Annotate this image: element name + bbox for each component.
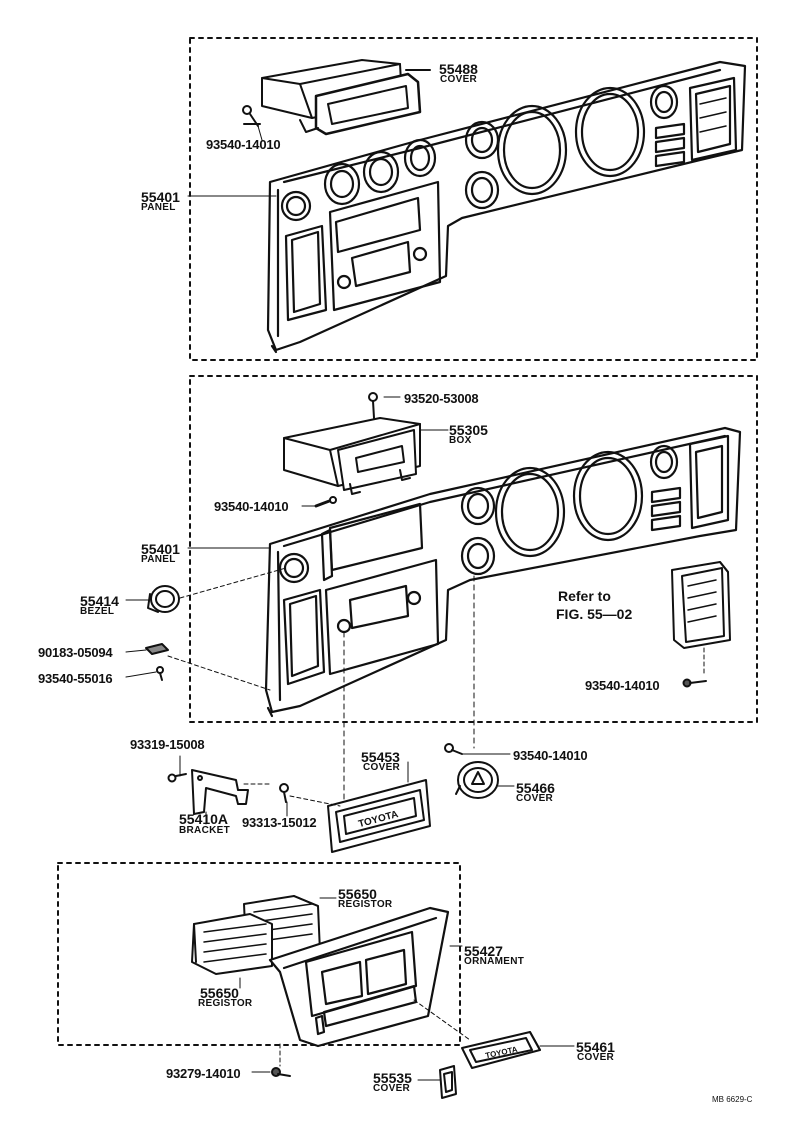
- label-registor-lower-name: REGISTOR: [198, 998, 253, 1009]
- label-55461-num: 55461: [576, 1039, 615, 1055]
- bolt-mid-part: [314, 496, 337, 508]
- label-55488-name: COVER: [440, 74, 478, 85]
- label-panel-top-name: PANEL: [141, 202, 176, 213]
- label-refer-line1: Refer to: [558, 588, 611, 604]
- label-registor-upper-num: 55650: [338, 886, 377, 902]
- panel-55401-middle-part: [264, 426, 742, 718]
- bracket-55410A-part: [191, 769, 249, 815]
- bolt-cover-part: [444, 743, 463, 755]
- bezel-55414-part: [147, 585, 180, 613]
- label-clip-05094: 90183-05094: [38, 645, 113, 660]
- label-screw-15012: 93313-15012: [242, 815, 317, 830]
- label-registor-lower-num: 55650: [200, 985, 239, 1001]
- label-panel-mid-num: 55401: [141, 541, 180, 557]
- label-55461-name: COVER: [577, 1052, 615, 1063]
- box-55305-part: [283, 417, 449, 495]
- registor-lower-part: [191, 913, 273, 975]
- label-ornament-name: ORNAMENT: [464, 956, 525, 967]
- label-screw-15008: 93319-15008: [130, 737, 205, 752]
- label-box-55305-num: 55305: [449, 422, 488, 438]
- label-bolt-top: 93540-14010: [206, 137, 281, 152]
- label-55535-num: 55535: [373, 1070, 412, 1086]
- section-frame-bottom: [57, 862, 461, 1046]
- clip-05094-part: [145, 643, 169, 655]
- label-box-55305-name: BOX: [449, 435, 472, 446]
- section-frame-top: [189, 37, 758, 361]
- label-55453-num: 55453: [361, 749, 400, 765]
- bolt-right-part: [682, 678, 707, 688]
- cover-55535-part: [439, 1065, 457, 1099]
- label-refer-line2: FIG. 55—02: [556, 606, 633, 622]
- cover-55488-part: [261, 59, 431, 136]
- label-55535-name: COVER: [373, 1083, 411, 1094]
- label-bolt-55016: 93540-55016: [38, 671, 113, 686]
- label-bolt-cover: 93540-14010: [513, 748, 588, 763]
- label-55466-name: COVER: [516, 793, 554, 804]
- label-panel-mid-name: PANEL: [141, 554, 176, 565]
- label-ornament-num: 55427: [464, 943, 503, 959]
- bolt-top-part: [242, 105, 261, 127]
- leader-lines: [125, 195, 575, 1081]
- screw-15008-part: [167, 773, 187, 783]
- figure-code: MB 6629-C: [712, 1095, 753, 1104]
- bolt-55016-part: [156, 666, 164, 681]
- screw-15012-part: [279, 783, 289, 803]
- bolt-bottom-part: [271, 1067, 291, 1077]
- label-registor-upper-name: REGISTOR: [338, 899, 393, 910]
- label-screw-53008: 93520-53008: [404, 391, 479, 406]
- label-bolt-bottom: 93279-14010: [166, 1066, 241, 1081]
- label-panel-top-num: 55401: [141, 189, 180, 205]
- registor-ref-part: [671, 561, 731, 649]
- label-55453-name: COVER: [363, 762, 401, 773]
- label-bracket-name: BRACKET: [179, 825, 230, 836]
- label-bolt-mid: 93540-14010: [214, 499, 289, 514]
- label-bracket-num: 55410A: [179, 811, 229, 827]
- label-bezel-num: 55414: [80, 593, 119, 609]
- cover-55453-part: [327, 779, 431, 853]
- panel-55401-top-part: [266, 60, 747, 354]
- screw-53008-part: [368, 392, 378, 419]
- label-bezel-name: BEZEL: [80, 606, 115, 617]
- cover-55466-part: [455, 761, 499, 799]
- label-bolt-right: 93540-14010: [585, 678, 660, 693]
- cover-55461-part: [461, 1031, 541, 1069]
- label-55466-num: 55466: [516, 780, 555, 796]
- label-55488-num: 55488: [439, 61, 478, 77]
